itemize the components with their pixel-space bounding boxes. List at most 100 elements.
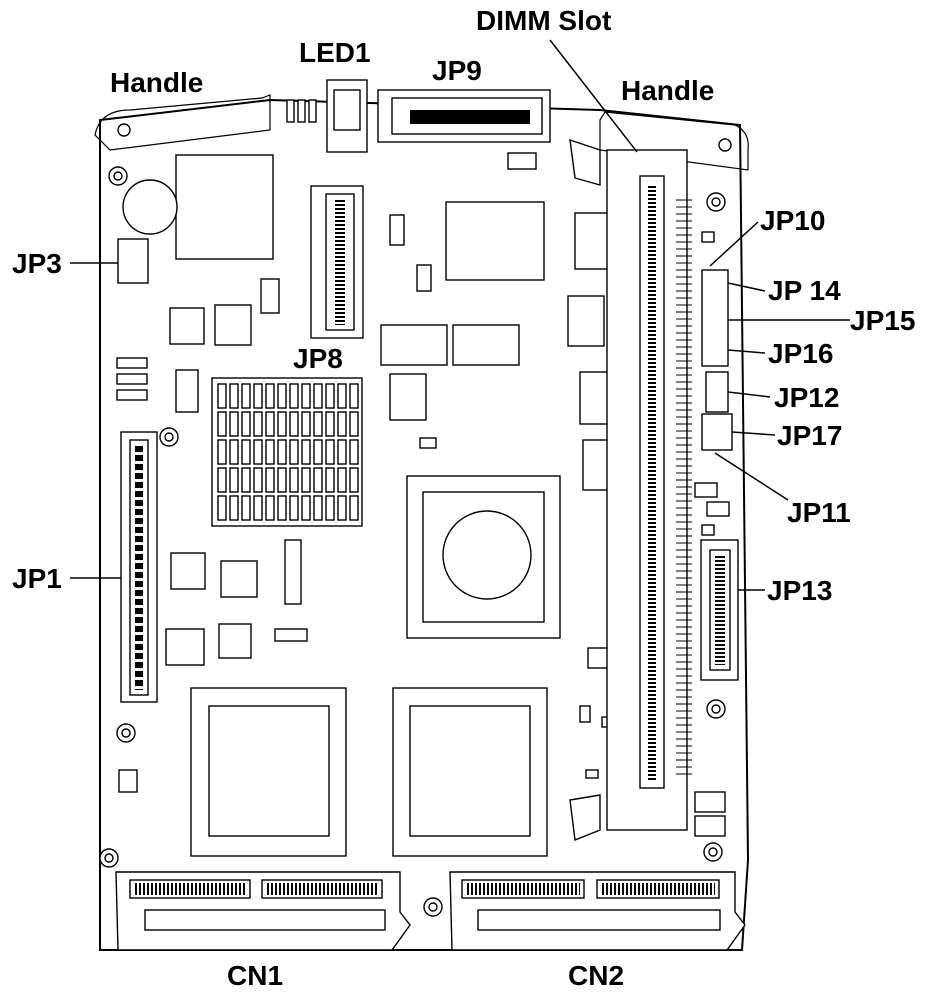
- jp12-leader: [727, 391, 771, 398]
- heatsink-fin: [265, 411, 275, 437]
- heatsink-fin: [337, 439, 347, 465]
- chip-small: [416, 264, 432, 292]
- mount-hole: [428, 902, 438, 912]
- cn1-label: CN1: [227, 960, 283, 991]
- chip-tiny: [579, 705, 591, 723]
- jp10-leader: [709, 221, 759, 267]
- heatsink-fin: [325, 467, 335, 493]
- cn2-connector: [449, 871, 746, 951]
- jp9-label: JP9: [432, 55, 482, 86]
- jp16-label: JP16: [768, 338, 833, 369]
- jp14-label: JP 14: [768, 275, 841, 306]
- jp9-pins: [410, 110, 530, 124]
- jp3-jumper: [117, 238, 149, 284]
- heatsink-fin: [229, 495, 239, 521]
- heatsink-fin: [241, 495, 251, 521]
- heatsink-fin: [265, 439, 275, 465]
- handle-left-shape: [94, 94, 271, 151]
- jp13-label: JP13: [767, 575, 832, 606]
- chip-square: [214, 304, 252, 346]
- heatsink-fin: [349, 383, 359, 409]
- resistor-stack: [284, 539, 302, 605]
- chip-small: [389, 214, 405, 246]
- heatsink-fin: [313, 495, 323, 521]
- heatsink-fin: [241, 383, 251, 409]
- heatsink-fin: [265, 495, 275, 521]
- jp17-leader: [731, 431, 776, 436]
- led1-label: LED1: [299, 37, 371, 68]
- heatsink-fin: [313, 439, 323, 465]
- handle-right-label: Handle: [621, 75, 714, 106]
- buzzer: [122, 179, 178, 235]
- chip-small: [701, 231, 715, 243]
- chip-square: [218, 623, 252, 659]
- heatsink-fin: [301, 439, 311, 465]
- jumper-cluster: [116, 357, 148, 401]
- heatsink-fin: [253, 411, 263, 437]
- heatsink-fin: [229, 467, 239, 493]
- heatsink-fin: [277, 411, 287, 437]
- handle-left-label: Handle: [110, 67, 203, 98]
- heatsink-fin: [289, 383, 299, 409]
- heatsink-fin: [277, 467, 287, 493]
- mount-hole: [121, 728, 131, 738]
- heatsink-fin: [217, 383, 227, 409]
- cn1-connector: [115, 871, 411, 951]
- led-resistor: [308, 99, 317, 123]
- mount-hole: [711, 197, 721, 207]
- heatsink-fin: [289, 439, 299, 465]
- heatsink-fin: [349, 495, 359, 521]
- mount-hole: [708, 847, 718, 857]
- heatsink-fin: [325, 411, 335, 437]
- dimm-edge-traces: [676, 199, 692, 775]
- jp14-leader: [727, 282, 766, 292]
- heatsink-fin: [229, 411, 239, 437]
- jp15-label: JP15: [850, 305, 915, 336]
- led1-window: [333, 89, 361, 131]
- heatsink-fin: [217, 495, 227, 521]
- heatsink-fin: [277, 383, 287, 409]
- handle-right-shape: [599, 111, 749, 171]
- jp12-label: JP12: [774, 382, 839, 413]
- heatsink-fin: [265, 467, 275, 493]
- chip-tiny: [585, 769, 599, 779]
- chip-tiny: [419, 437, 437, 449]
- chip-small: [175, 369, 199, 413]
- jp1-label: JP1: [12, 563, 62, 594]
- heatsink-fin: [325, 439, 335, 465]
- heatsink-fin: [337, 495, 347, 521]
- chip-right: [567, 295, 605, 347]
- led-resistor: [297, 99, 306, 123]
- chip-square: [169, 307, 205, 345]
- heatsink-fin: [337, 467, 347, 493]
- heatsink-fin: [325, 495, 335, 521]
- chipset-right-inner: [409, 705, 531, 837]
- jp17-label: JP17: [777, 420, 842, 451]
- heatsink-fin: [229, 439, 239, 465]
- heatsink-fin: [253, 467, 263, 493]
- jp11-leader: [714, 452, 789, 501]
- jp3-label: JP3: [12, 248, 62, 279]
- small-chip: [507, 152, 537, 170]
- dimm-slot: [569, 138, 688, 841]
- mount-hole: [164, 432, 174, 442]
- mount-hole: [113, 171, 123, 181]
- chip-small: [118, 769, 138, 793]
- chip-medium: [445, 201, 545, 281]
- heatsink-fin: [277, 439, 287, 465]
- dimm-slot-label: DIMM Slot: [476, 5, 611, 36]
- chip-rect: [380, 324, 448, 366]
- heatsink-fin: [217, 467, 227, 493]
- cpu-die: [442, 510, 532, 600]
- resistor-row: [274, 628, 308, 642]
- chip-right: [574, 212, 612, 270]
- jp10-label: JP10: [760, 205, 825, 236]
- heatsink-fin: [301, 411, 311, 437]
- heatsink-fin: [325, 383, 335, 409]
- heatsink-fin: [289, 495, 299, 521]
- chip-small: [694, 815, 726, 837]
- handle-left-hole: [117, 123, 131, 137]
- heatsink-fin: [241, 467, 251, 493]
- heatsink-fin: [277, 495, 287, 521]
